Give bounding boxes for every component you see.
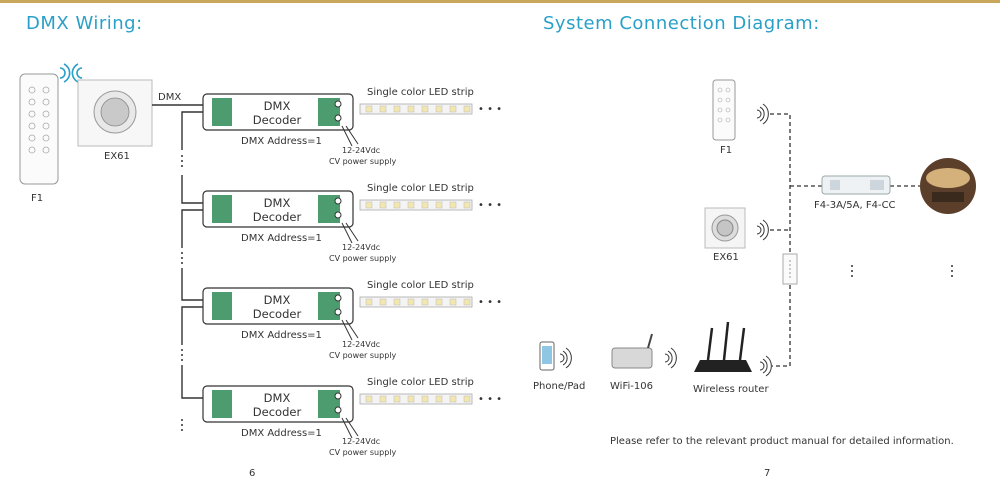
right-continuation-dots <box>851 265 953 277</box>
svg-text:• • •: • • • <box>478 394 502 405</box>
continuation-dots <box>181 155 183 431</box>
svg-text:• • •: • • • <box>478 104 502 115</box>
dmx-label: DMX <box>158 92 182 103</box>
phone-icon <box>539 341 555 371</box>
strip-4-label: Single color LED strip <box>367 377 474 388</box>
power-1-line1: 12-24Vdc <box>342 146 381 155</box>
receiver-module-icon <box>782 253 798 285</box>
router-label: Wireless router <box>693 384 769 395</box>
f4-controller-icon <box>821 175 891 195</box>
led-strip-1: • • • <box>359 103 502 115</box>
power-wires <box>341 125 359 439</box>
phone-label: Phone/Pad <box>533 381 586 392</box>
top-rule <box>0 0 1000 3</box>
page-number-right: 7 <box>764 468 771 479</box>
f1-right-label: F1 <box>720 145 733 156</box>
reference-note: Please refer to the relevant product man… <box>610 436 954 447</box>
ex61-right-label: EX61 <box>713 252 739 263</box>
decoder-4-address: DMX Address=1 <box>241 428 322 439</box>
power-3-line1: 12-24Vdc <box>342 340 381 349</box>
router-icon <box>694 321 752 372</box>
decoder-unit-2 <box>202 190 354 228</box>
f1-remote-icon <box>19 73 59 185</box>
decoder-1-address: DMX Address=1 <box>241 136 322 147</box>
led-strip-2: • • • <box>359 199 502 211</box>
page-number-left: 6 <box>249 468 256 479</box>
power-4-line2: CV power supply <box>329 448 397 457</box>
strip-1-label: Single color LED strip <box>367 87 474 98</box>
dmx-bus-wires <box>152 104 203 399</box>
f4-controller-label: F4-3A/5A, F4-CC <box>814 200 896 211</box>
system-connection-title: System Connection Diagram: <box>543 13 820 34</box>
led-strip-4: • • • <box>359 393 502 405</box>
wireless-icons-right <box>559 103 772 377</box>
room-lighting-image <box>920 158 976 214</box>
decoder-unit-1 <box>202 93 354 131</box>
power-4-line1: 12-24Vdc <box>342 437 381 446</box>
power-2-line1: 12-24Vdc <box>342 243 381 252</box>
wifi-106-icon <box>611 333 653 369</box>
strip-3-label: Single color LED strip <box>367 280 474 291</box>
dmx-wiring-title: DMX Wiring: <box>26 13 143 34</box>
ex61-panel-right-icon <box>704 207 746 249</box>
ex61-label: EX61 <box>104 151 130 162</box>
decoder-3-address: DMX Address=1 <box>241 330 322 341</box>
f1-remote-right-icon <box>712 79 736 141</box>
decoder-unit-3 <box>202 287 354 325</box>
power-3-line2: CV power supply <box>329 351 397 360</box>
wireless-signal-icon <box>59 63 83 83</box>
svg-text:• • •: • • • <box>478 200 502 211</box>
strip-2-label: Single color LED strip <box>367 183 474 194</box>
power-1-line2: CV power supply <box>329 157 397 166</box>
led-strip-3: • • • <box>359 296 502 308</box>
svg-text:• • •: • • • <box>478 297 502 308</box>
ex61-panel-icon <box>77 79 153 147</box>
decoder-2-address: DMX Address=1 <box>241 233 322 244</box>
decoder-unit-4 <box>202 385 354 423</box>
wifi-106-label: WiFi-106 <box>610 381 653 392</box>
power-2-line2: CV power supply <box>329 254 397 263</box>
system-dashed-links <box>770 113 920 367</box>
f1-label: F1 <box>31 193 44 204</box>
